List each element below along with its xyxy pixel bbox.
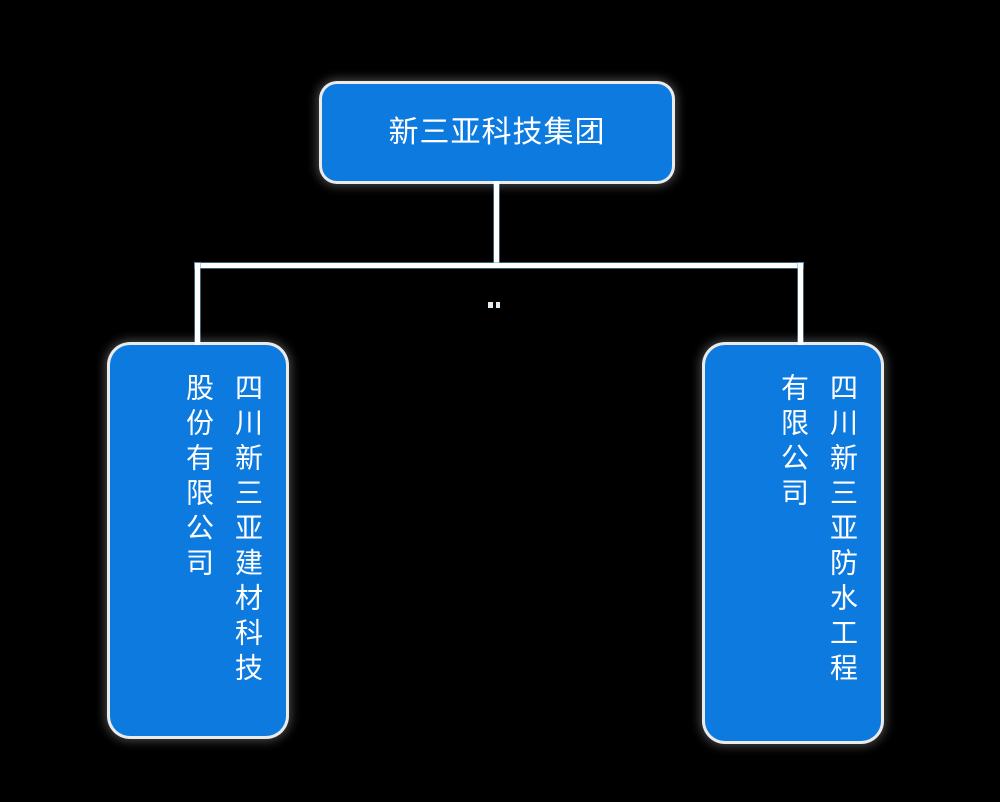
connector-left-branch [195, 263, 200, 347]
org-node-child-left-label: 四川新三亚建材科技股份有限公司 [183, 373, 263, 688]
connector-horizontal-bus [195, 263, 803, 268]
centre-artifact-mark [488, 302, 502, 308]
org-node-child-left[interactable]: 四川新三亚建材科技股份有限公司 [110, 345, 286, 736]
org-node-root-label: 新三亚科技集团 [388, 115, 606, 149]
org-node-child-right-label: 四川新三亚防水工程有限公司 [778, 373, 858, 688]
org-node-root[interactable]: 新三亚科技集团 [322, 84, 672, 181]
connector-root-down [494, 181, 499, 267]
org-node-child-right[interactable]: 四川新三亚防水工程有限公司 [705, 345, 881, 741]
connector-right-branch [798, 263, 803, 347]
